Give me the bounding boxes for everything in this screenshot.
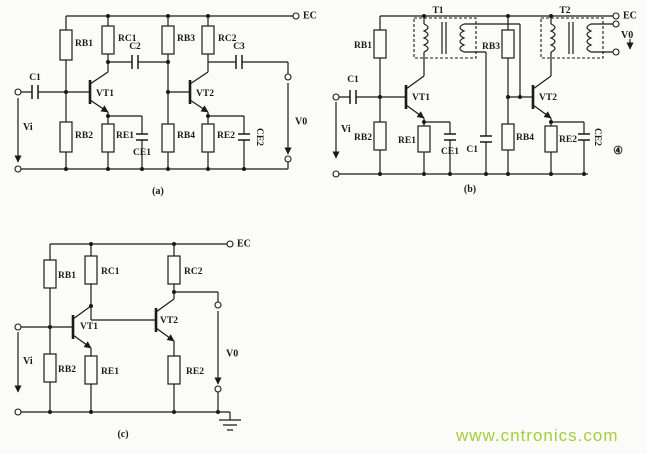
a-wires: [14, 15, 293, 170]
b-vt2-label: VT2: [539, 93, 557, 103]
c-vt2-label: VT2: [160, 316, 178, 326]
a-c1-label: C1: [29, 73, 41, 83]
a-caption: (a): [152, 186, 164, 197]
b-re1-label: RE1: [398, 136, 416, 146]
a-rb1-label: RB1: [75, 39, 93, 49]
b-c1-mid-label: C1: [466, 145, 478, 155]
c-wires: [14, 243, 241, 431]
a-re1-label: RE1: [116, 131, 134, 141]
a-rc2-label: RC2: [218, 34, 237, 44]
b-ce1-label: CE1: [441, 147, 459, 157]
b-c1-in-label: C1: [347, 75, 359, 85]
a-junction-dots: [64, 14, 246, 171]
a-c3-label: C3: [233, 42, 245, 52]
a-rb2-label: RB2: [75, 131, 93, 141]
b-figure-number: ④: [613, 145, 623, 157]
c-junction-dots: [48, 242, 220, 414]
c-terminals: [14, 240, 234, 416]
a-c2-label: C2: [129, 42, 141, 52]
b-transistor-vt1: [404, 75, 425, 119]
a-transistor-vt2: [188, 71, 209, 113]
b-rb3-label: RB3: [482, 42, 500, 52]
a-vt1-label: VT1: [96, 89, 114, 99]
circuit-b-transformer-coupled-schematic: T1 T2 EC RB1 C1 Vi RB2 VT1 RE1 CE1 C1 RB…: [332, 6, 637, 195]
c-rb1-label: RB1: [58, 271, 76, 281]
c-caption: (c): [117, 429, 128, 440]
a-rb3-label: RB3: [177, 34, 195, 44]
b-t1-label: T1: [432, 6, 443, 16]
b-ce2-label: CE2: [592, 128, 602, 146]
c-rc2-label: RC2: [184, 267, 203, 277]
circuit-a-rc-coupled-schematic: EC C1 RB1 RB2 Vi RC1 C2 VT1 RE1 CE1 RB3 …: [14, 10, 317, 197]
c-transistor-vt1: [71, 305, 92, 349]
c-re2-label: RE2: [186, 367, 204, 377]
a-terminals: [14, 12, 300, 173]
b-transformer-t2: [540, 17, 604, 59]
circuit-c-direct-coupled-schematic: EC RB1 RC1 RC2 VT1 VT2 Vi RB2 RE1 RE2 V0…: [14, 238, 251, 440]
c-input-label: Vi: [23, 356, 33, 367]
c-labels: EC RB1 RC1 RC2 VT1 VT2 Vi RB2 RE1 RE2 V0…: [23, 238, 251, 440]
b-capacitors: [349, 90, 590, 143]
b-power-label: EC: [623, 10, 637, 21]
b-transistor-vt2: [531, 75, 552, 119]
a-labels: EC C1 RB1 RB2 Vi RC1 C2 VT1 RE1 CE1 RB3 …: [23, 10, 317, 197]
a-capacitors: [31, 55, 250, 141]
a-power-label: EC: [303, 10, 317, 21]
b-input-label: Vi: [341, 124, 351, 135]
a-ce1-label: CE1: [133, 148, 151, 158]
b-rb4-label: RB4: [516, 133, 534, 143]
watermark-text: www.cntronics.com: [456, 426, 619, 445]
b-t2-label: T2: [559, 6, 570, 16]
c-transistor-vt2: [154, 298, 175, 342]
c-rc1-label: RC1: [101, 267, 120, 277]
a-output-label: V0: [295, 116, 307, 127]
a-transistor-vt1: [88, 71, 109, 113]
b-caption: (b): [464, 184, 476, 195]
a-ce2-label: CE2: [254, 128, 264, 146]
a-rc1-label: RC1: [118, 34, 137, 44]
b-junction-dots: [378, 14, 586, 176]
a-resistors: [59, 25, 215, 153]
c-output-label: V0: [226, 348, 238, 359]
b-resistors: [373, 29, 558, 153]
b-labels: T1 T2 EC RB1 C1 Vi RB2 VT1 RE1 CE1 C1 RB…: [341, 6, 637, 195]
b-rb1-label: RB1: [354, 41, 372, 51]
b-transformer-t1: [413, 17, 477, 59]
c-resistors: [43, 255, 181, 385]
b-output-label: V0: [621, 30, 633, 41]
a-rb4-label: RB4: [177, 131, 195, 141]
b-rb2-label: RB2: [354, 133, 372, 143]
c-rb2-label: RB2: [58, 365, 76, 375]
a-re2-label: RE2: [217, 131, 235, 141]
c-re1-label: RE1: [101, 367, 119, 377]
c-power-label: EC: [237, 238, 251, 249]
b-vt1-label: VT1: [412, 93, 430, 103]
b-terminals: [332, 12, 620, 178]
a-vt2-label: VT2: [196, 89, 214, 99]
c-vt1-label: VT1: [80, 322, 98, 332]
b-re2-label: RE2: [559, 135, 577, 145]
a-input-label: Vi: [23, 122, 33, 133]
